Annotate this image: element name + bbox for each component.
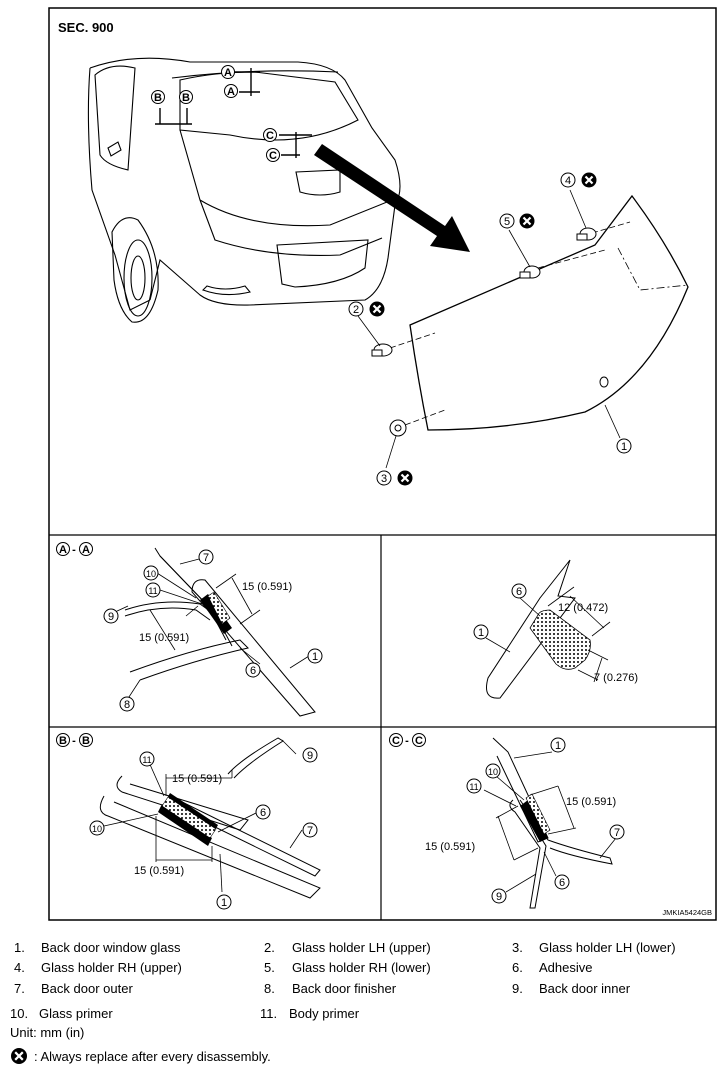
glass-holder-rh-upper — [576, 227, 597, 241]
svg-text:15 (0.591): 15 (0.591) — [425, 841, 475, 853]
callout-C: C — [266, 130, 274, 142]
svg-text:6: 6 — [516, 586, 522, 598]
svg-text:6: 6 — [559, 877, 565, 889]
svg-text:-: - — [72, 544, 76, 556]
svg-text:B: B — [59, 735, 67, 747]
svg-text:9: 9 — [496, 891, 502, 903]
section-view-b-b: B - B 15 (0.591) 15 ( — [56, 733, 321, 910]
svg-text:1: 1 — [478, 627, 484, 639]
callout-3: 3 — [381, 473, 387, 485]
always-replace-icon — [396, 469, 414, 487]
callout-A: A — [224, 67, 232, 79]
svg-text:11: 11 — [469, 782, 478, 792]
callout-4: 4 — [565, 175, 571, 187]
glass-holder-rh-lower — [519, 265, 541, 279]
svg-text:6: 6 — [250, 665, 256, 677]
section-title: SEC. 900 — [58, 20, 114, 35]
section-view-c-c: C - C 15 (0.591) 15 (0.591) — [389, 733, 712, 917]
legend-item: 1.Back door window glass — [14, 940, 181, 955]
glass-holder-lh-lower — [389, 419, 407, 437]
unit-note: Unit: mm (in) — [10, 1025, 85, 1040]
svg-text:7: 7 — [203, 552, 209, 564]
svg-text:10: 10 — [92, 824, 102, 834]
svg-text:10: 10 — [146, 569, 156, 579]
back-door-glass-diagram: SEC. 900 A A B B C — [48, 7, 717, 921]
svg-text:C: C — [415, 735, 423, 747]
svg-text:1: 1 — [312, 651, 318, 663]
direction-arrow — [314, 144, 470, 252]
callout-B: B — [154, 92, 162, 104]
svg-text:-: - — [72, 735, 76, 747]
always-replace-icon — [11, 1048, 27, 1064]
svg-text:15 (0.591): 15 (0.591) — [566, 796, 616, 808]
svg-text:9: 9 — [307, 750, 313, 762]
svg-text:11: 11 — [148, 586, 157, 596]
car-rear-view — [87, 57, 401, 323]
section-view-a-a: A - A 15 (0.591) 15 (0.591) — [56, 542, 323, 717]
svg-text:15 (0.591): 15 (0.591) — [134, 865, 184, 877]
adhesive-bead-view: 12 (0.472) 7 (0.276) 6 1 — [473, 559, 638, 699]
svg-text:7 (0.276): 7 (0.276) — [594, 672, 638, 684]
svg-text:-: - — [405, 735, 409, 747]
svg-text:11: 11 — [142, 755, 151, 765]
callout-5: 5 — [504, 216, 510, 228]
svg-text:B: B — [82, 735, 90, 747]
legend-item: 5.Glass holder RH (lower) — [264, 960, 431, 975]
always-replace-icon — [368, 300, 386, 318]
callout-A: A — [227, 86, 235, 98]
callout-B: B — [182, 92, 190, 104]
always-replace-icon — [518, 212, 536, 230]
legend-item: 4.Glass holder RH (upper) — [14, 960, 182, 975]
svg-text:1: 1 — [555, 740, 561, 752]
legend-item: 9.Back door inner — [512, 981, 631, 996]
svg-text:10: 10 — [488, 767, 498, 777]
svg-text:12 (0.472): 12 (0.472) — [558, 602, 608, 614]
svg-text:A: A — [59, 544, 67, 556]
svg-text:7: 7 — [614, 827, 620, 839]
svg-text:7: 7 — [307, 825, 313, 837]
legend-item: 11.Body primer — [260, 1006, 360, 1021]
svg-text:1: 1 — [221, 897, 227, 909]
legend-item: 7.Back door outer — [14, 981, 133, 996]
svg-text:C: C — [392, 735, 400, 747]
legend-item: 6.Adhesive — [512, 960, 593, 975]
glass-holder-lh-upper — [371, 343, 393, 357]
callout-C: C — [269, 150, 277, 162]
svg-text:15 (0.591): 15 (0.591) — [242, 581, 292, 593]
always-replace-icon — [580, 171, 598, 189]
replace-note-text: : Always replace after every disassembly… — [34, 1048, 271, 1064]
svg-text:15 (0.591): 15 (0.591) — [139, 632, 189, 644]
back-door-window-glass — [409, 194, 689, 439]
replace-note: : Always replace after every disassembly… — [10, 1047, 271, 1065]
svg-text:A: A — [82, 544, 90, 556]
figure-frame — [48, 7, 717, 921]
svg-text:8: 8 — [124, 699, 130, 711]
svg-text:6: 6 — [260, 807, 266, 819]
svg-text:15 (0.591): 15 (0.591) — [172, 773, 222, 785]
legend-item: 8.Back door finisher — [264, 981, 397, 996]
legend-item: 3.Glass holder LH (lower) — [512, 940, 676, 955]
svg-text:9: 9 — [108, 611, 114, 623]
figure-code: JMKIA5424GB — [662, 908, 712, 917]
callout-2: 2 — [353, 304, 359, 316]
legend-item: 2.Glass holder LH (upper) — [264, 940, 431, 955]
legend-item: 10.Glass primer — [10, 1006, 113, 1021]
callout-1: 1 — [621, 441, 627, 453]
